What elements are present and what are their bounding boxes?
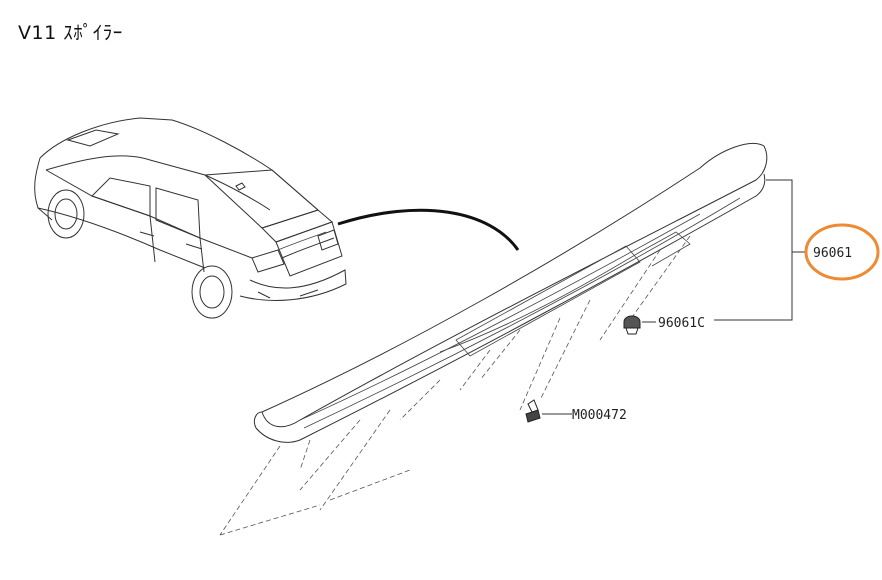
page-title: V11 ｽﾎﾟｲﾗｰ — [18, 22, 123, 44]
part-label-clip[interactable]: 96061C — [658, 316, 705, 331]
spoiler-part-icon — [219, 142, 768, 536]
highlight-ellipse — [804, 223, 880, 281]
part-label-spoiler[interactable]: 96061 — [813, 246, 852, 261]
clip-icon — [623, 315, 641, 335]
callout-lines — [542, 179, 806, 415]
screw-icon — [525, 399, 541, 423]
leader-arc — [337, 208, 520, 251]
part-label-screw[interactable]: M000472 — [572, 408, 627, 423]
car-rear-view-icon — [34, 117, 347, 319]
